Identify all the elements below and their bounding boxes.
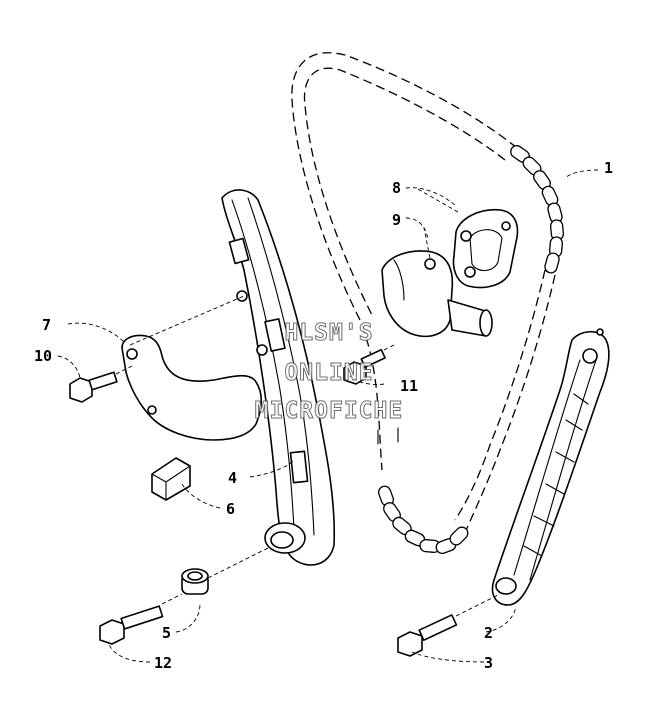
collar-5 [181,547,269,595]
watermark-line-1: HLSM'S [284,320,373,346]
chain-links-upper [510,145,564,274]
callout-11: 11 [400,377,418,395]
chain-run-right [461,274,556,541]
chain-loop-outer [291,52,518,471]
callout-9: 9 [392,211,401,229]
callout-10: 10 [34,347,52,365]
callout-labels: 1 2 3 4 5 6 7 8 9 10 11 12 [34,159,613,672]
chain-guide-right [491,328,610,606]
watermark-line-2: ONLINE [284,360,373,386]
chain-loop-inner [303,67,506,316]
tensioner-gasket [415,187,519,289]
callout-12: 12 [154,654,172,672]
bolt-10 [69,365,133,403]
chain-guide-left [221,189,336,566]
callout-4: 4 [228,469,237,487]
chain-run-right-2 [454,269,546,521]
assembly-lines [377,427,399,445]
watermark: HLSM'S ONLINE MICROFICHE [254,320,403,425]
damper-pad [151,457,191,501]
callout-leaders [57,169,599,663]
callout-1: 1 [604,159,613,177]
guide-bracket [121,295,263,441]
watermark-line-3: MICROFICHE [255,398,403,424]
callout-3: 3 [484,654,493,672]
timing-chain [291,52,564,555]
callout-5: 5 [162,624,171,642]
bolt-11 [343,343,397,385]
bolt-12 [99,593,183,645]
chain-tensioner [381,227,493,338]
callout-2: 2 [484,624,493,642]
callout-7: 7 [42,316,51,334]
chain-links-lower [377,485,469,555]
callout-6: 6 [226,500,235,518]
callout-8: 8 [392,179,401,197]
bolt-3 [397,593,501,657]
